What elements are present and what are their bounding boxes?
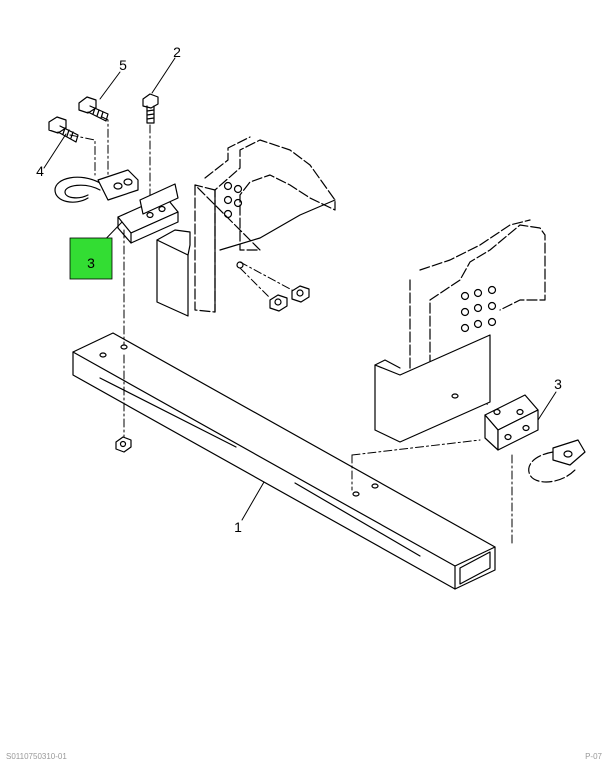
left-frame-rail-solid: [214, 189, 336, 313]
right-rail-holes: [460, 285, 497, 333]
bolt-5: [78, 96, 109, 122]
callout-3-highlight: 3: [87, 255, 95, 271]
highlight-box[interactable]: [69, 237, 113, 280]
callout-1: 1: [234, 519, 242, 535]
footer-page-id: P-07: [585, 752, 602, 761]
right-mounting-plate: [484, 394, 539, 451]
bolt-2: [142, 93, 159, 124]
callout-2: 2: [173, 44, 181, 60]
bolt-4: [48, 116, 79, 143]
left-nuts: [115, 285, 310, 453]
left-frame-rail: [194, 136, 336, 313]
left-tow-hook: [54, 169, 139, 203]
callout-4: 4: [36, 163, 44, 179]
footer-drawing-id: S0110750310-01: [6, 752, 67, 761]
crossmember-tube: [72, 332, 496, 590]
assembly-lines: [69, 116, 513, 546]
right-tow-hook: [528, 439, 586, 483]
callout-3-right: 3: [554, 376, 562, 392]
right-bracket: [374, 334, 491, 443]
callout-5: 5: [119, 57, 127, 73]
left-mounting-plate: [117, 183, 179, 244]
left-bracket: [156, 229, 191, 317]
